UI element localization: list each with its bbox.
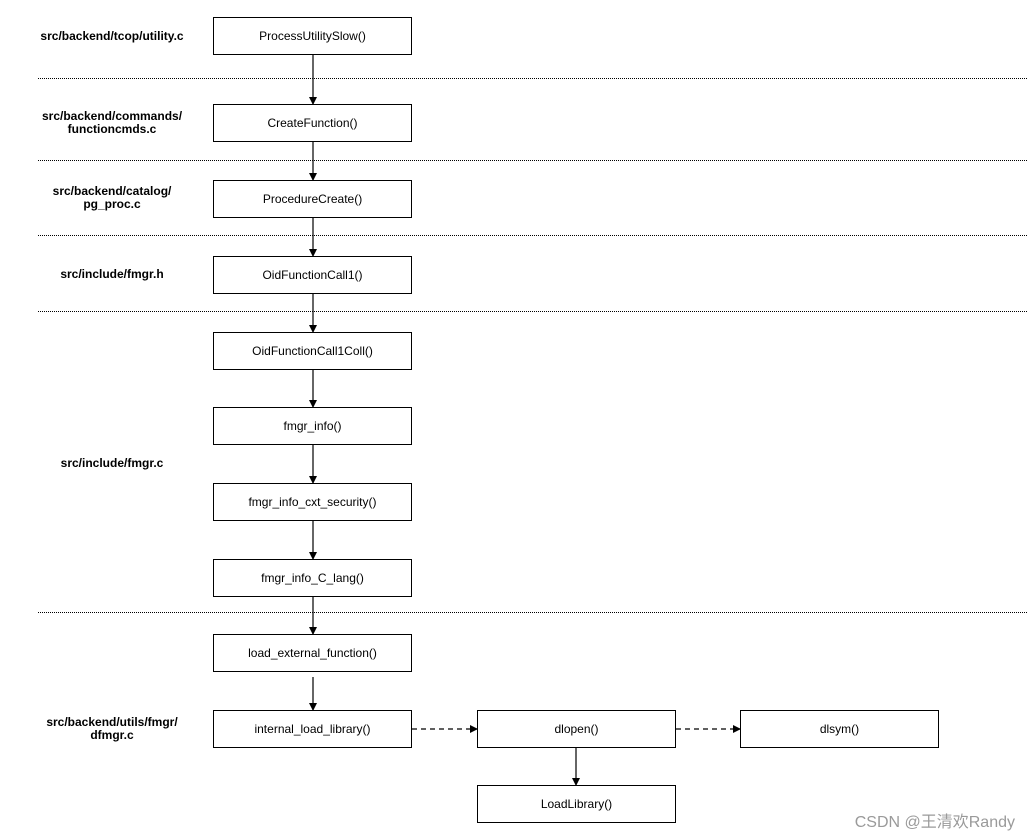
- file-label-pg-proc-line1: src/backend/catalog/: [52, 184, 172, 198]
- node-dlopen-label: dlopen(): [554, 722, 599, 736]
- node-load-external-function: load_external_function(): [213, 634, 412, 672]
- node-load-library: LoadLibrary(): [477, 785, 676, 823]
- node-internal-load-library-label: internal_load_library(): [254, 722, 371, 736]
- node-oid-function-call1-coll: OidFunctionCall1Coll(): [213, 332, 412, 370]
- node-oid-function-call1-label: OidFunctionCall1(): [262, 268, 363, 282]
- separator-5: [38, 612, 1027, 613]
- node-process-utility-slow: ProcessUtilitySlow(): [213, 17, 412, 55]
- file-label-dfmgr-line2: dfmgr.c: [90, 728, 134, 742]
- node-create-function: CreateFunction(): [213, 104, 412, 142]
- node-procedure-create-label: ProcedureCreate(): [262, 192, 363, 206]
- file-label-functioncmds-line1: src/backend/commands/: [41, 109, 183, 123]
- file-label-functioncmds-line2: functioncmds.c: [67, 122, 157, 136]
- node-create-function-label: CreateFunction(): [267, 116, 358, 130]
- watermark: CSDN @王清欢Randy: [854, 814, 1015, 831]
- node-dlsym-label: dlsym(): [819, 722, 860, 736]
- node-fmgr-info-c-lang: fmgr_info_C_lang(): [213, 559, 412, 597]
- file-label-pg-proc-line2: pg_proc.c: [83, 197, 141, 211]
- node-fmgr-info: fmgr_info(): [213, 407, 412, 445]
- file-label-pg-proc: src/backend/catalog/ pg_proc.c: [12, 185, 212, 211]
- node-load-library-label: LoadLibrary(): [540, 797, 613, 811]
- node-fmgr-info-cxt-security: fmgr_info_cxt_security(): [213, 483, 412, 521]
- node-fmgr-info-c-lang-label: fmgr_info_C_lang(): [261, 571, 364, 585]
- node-dlopen: dlopen(): [477, 710, 676, 748]
- separator-4: [38, 311, 1027, 312]
- node-procedure-create: ProcedureCreate(): [213, 180, 412, 218]
- file-label-functioncmds: src/backend/commands/ functioncmds.c: [12, 110, 212, 136]
- file-label-fmgr-h: src/include/fmgr.h: [12, 268, 212, 281]
- node-fmgr-info-label: fmgr_info(): [283, 419, 342, 433]
- node-load-external-function-label: load_external_function(): [248, 646, 377, 660]
- file-label-utility-text: src/backend/tcop/utility.c: [40, 29, 184, 43]
- file-label-fmgr-h-text: src/include/fmgr.h: [60, 267, 164, 281]
- file-label-dfmgr-line1: src/backend/utils/fmgr/: [46, 715, 178, 729]
- file-label-fmgr-c: src/include/fmgr.c: [12, 457, 212, 470]
- node-fmgr-info-cxt-security-label: fmgr_info_cxt_security(): [248, 495, 377, 509]
- separator-3: [38, 235, 1027, 236]
- file-label-dfmgr: src/backend/utils/fmgr/ dfmgr.c: [12, 716, 212, 742]
- separator-2: [38, 160, 1027, 161]
- separator-1: [38, 78, 1027, 79]
- node-oid-function-call1: OidFunctionCall1(): [213, 256, 412, 294]
- node-dlsym: dlsym(): [740, 710, 939, 748]
- file-label-utility: src/backend/tcop/utility.c: [12, 30, 212, 43]
- file-label-fmgr-c-text: src/include/fmgr.c: [60, 456, 164, 470]
- node-process-utility-slow-label: ProcessUtilitySlow(): [259, 29, 366, 43]
- node-oid-function-call1-coll-label: OidFunctionCall1Coll(): [252, 344, 373, 358]
- node-internal-load-library: internal_load_library(): [213, 710, 412, 748]
